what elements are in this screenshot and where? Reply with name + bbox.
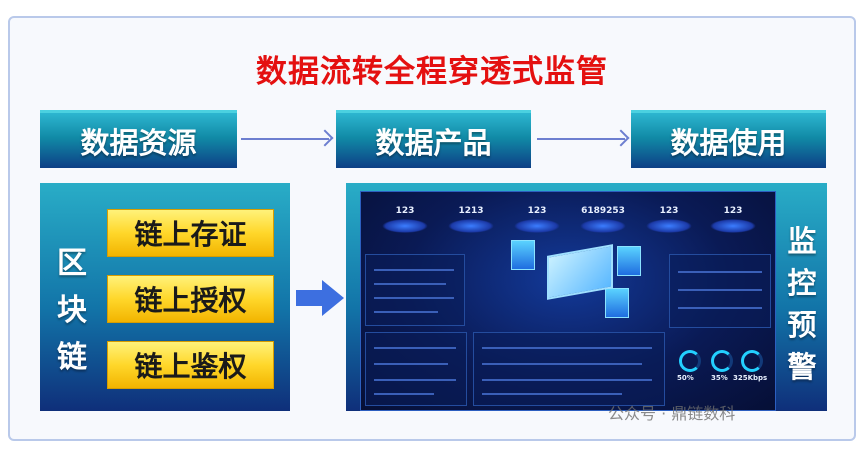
monitor-label: 监 控 预 警 [782, 220, 822, 388]
stat-value: 1213 [458, 206, 484, 216]
diagram-title: 数据流转全程穿透式监管 [256, 54, 608, 90]
dashboard-image: 123 1213 123 6189253 123 123 50% 35% 325… [360, 191, 776, 411]
watermark: 公众号 · 鼎链数科 [608, 404, 736, 423]
server-icon [617, 246, 641, 276]
dashboard-stat: 123 [639, 206, 699, 233]
dashboard-stat: 123 [703, 206, 763, 233]
stat-value: 123 [527, 206, 547, 216]
flow-arrow-1 [241, 138, 329, 140]
dashboard-metrics-panel [669, 254, 771, 328]
flow-arrow-2 [537, 138, 625, 140]
dashboard-stat: 1213 [441, 206, 501, 233]
monitor-label-char: 控 [787, 266, 817, 300]
monitor-label-char: 预 [787, 308, 817, 342]
dashboard-list-panel [473, 332, 665, 406]
monitor-label-char: 警 [787, 350, 817, 384]
gauge-icon [679, 350, 701, 372]
dashboard-stat: 123 [375, 206, 435, 233]
blockchain-label-char: 链 [57, 340, 87, 375]
monitor-screen-icon [547, 244, 613, 300]
blockchain-label: 区 块 链 [52, 240, 92, 381]
stage-data-product: 数据产品 [336, 110, 531, 168]
gauge-value: 50% [677, 374, 694, 382]
gauge-value: 325Kbps [733, 374, 768, 382]
gauge-icon [711, 350, 733, 372]
dashboard-stat: 123 [507, 206, 567, 233]
block-arrow-icon [296, 280, 344, 316]
chip-onchain-authentication: 链上鉴权 [107, 341, 274, 389]
stage-data-usage: 数据使用 [631, 110, 826, 168]
stat-value: 123 [659, 206, 679, 216]
gauge-icon [741, 350, 763, 372]
dashboard-list-panel [365, 254, 465, 326]
blockchain-label-char: 块 [57, 293, 87, 328]
chip-onchain-authorization: 链上授权 [107, 275, 274, 323]
monitor-label-char: 监 [787, 224, 817, 258]
gauge-value: 35% [711, 374, 728, 382]
stage-data-resource: 数据资源 [40, 110, 237, 168]
stat-value: 123 [395, 206, 415, 216]
server-icon [605, 288, 629, 318]
blockchain-label-char: 区 [57, 246, 87, 281]
stat-value: 6189253 [581, 206, 625, 216]
dashboard-list-panel [365, 332, 467, 406]
server-icon [511, 240, 535, 270]
stat-value: 123 [723, 206, 743, 216]
dashboard-stat: 6189253 [573, 206, 633, 233]
chip-onchain-evidence: 链上存证 [107, 209, 274, 257]
